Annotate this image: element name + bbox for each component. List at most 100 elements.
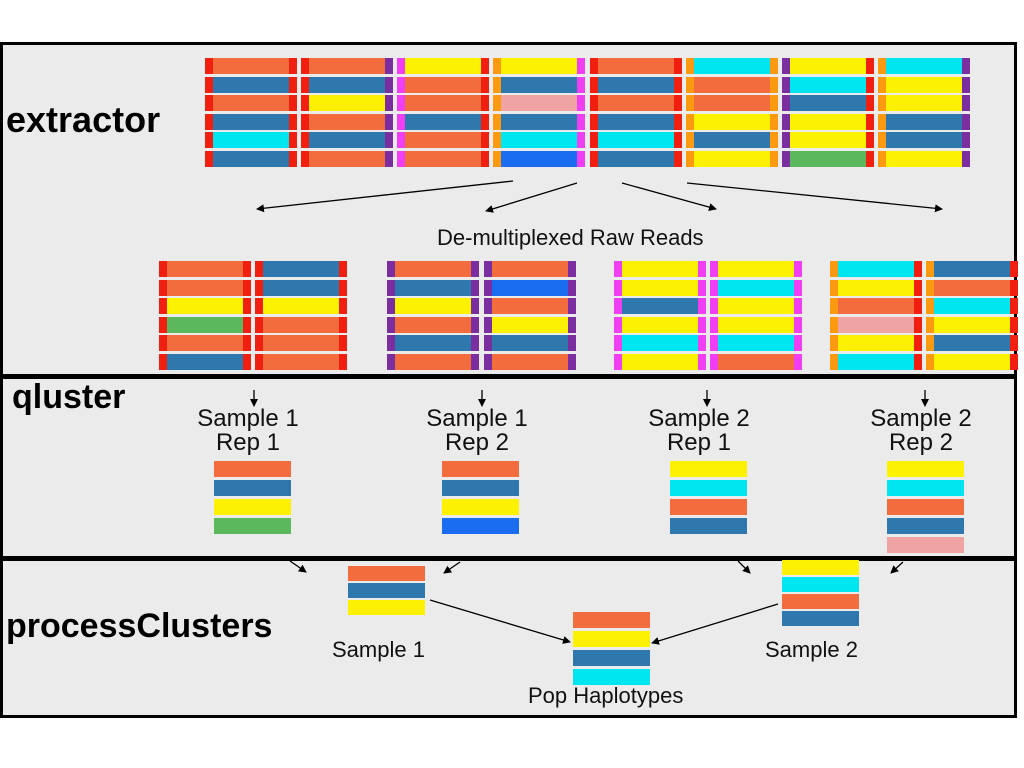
haplotype-bar [670,461,747,477]
barcode-right [385,76,393,93]
barcode-left [205,58,213,74]
read-bar [830,353,922,370]
read-bar [590,58,682,74]
barcode-left [484,335,492,351]
haplotype-bar [442,461,519,477]
barcode-left [926,261,934,277]
barcode-right [243,335,251,351]
barcode-right [471,316,479,333]
barcode-left [926,353,934,370]
barcode-right [577,95,585,111]
barcode-left [710,316,718,333]
sample-label-line1: Sample 2 [870,405,972,432]
barcode-left [614,298,622,314]
barcode-left [782,76,790,93]
haplotype-bar [782,594,859,609]
barcode-left [397,58,405,74]
read-bar [686,58,778,74]
barcode-right [914,279,922,296]
haplotype-bar [573,669,650,685]
barcode-right [385,150,393,167]
read-bar [493,150,585,167]
barcode-left [387,335,395,351]
barcode-left [590,76,598,93]
read-bar [205,132,297,148]
barcode-right [385,113,393,130]
read-bar [493,58,585,74]
barcode-right [866,58,874,74]
merge-arrow [737,560,751,574]
barcode-right [914,316,922,333]
barcode-right [471,298,479,314]
read-bar [926,335,1018,351]
read-bar [926,316,1018,333]
barcode-right [914,335,922,351]
barcode-left [710,279,718,296]
sample-2-rep-2-label: Sample 2 Rep 2 [856,407,986,455]
read-bar [387,353,479,370]
haplotype-bar [670,499,747,515]
haplotype-bar [782,560,859,575]
read-bar [301,150,393,167]
read-bar [878,58,970,74]
barcode-left [782,95,790,111]
read-bar [255,298,347,314]
barcode-left [686,58,694,74]
read-bar [710,279,802,296]
read-bar [926,353,1018,370]
barcode-right [1010,298,1018,314]
read-bar [782,132,874,148]
sample-label-line1: Sample 1 [197,405,299,432]
read-bar [387,279,479,296]
read-bar [255,279,347,296]
barcode-left [159,316,167,333]
read-bar [484,316,576,333]
barcode-right [577,76,585,93]
haplotype-bar [214,499,291,515]
merge-arrow [443,561,461,574]
sample-label-line2: Rep 1 [666,429,732,456]
read-bar [830,335,922,351]
read-bar [614,353,706,370]
sample-label-line1: Sample 2 [648,405,750,432]
read-bar [484,279,576,296]
barcode-left [590,132,598,148]
barcode-right [481,132,489,148]
barcode-right [339,261,347,277]
read-bar [590,113,682,130]
read-bar [710,298,802,314]
haplotype-bar [348,583,425,598]
barcode-right [243,298,251,314]
read-bar [205,95,297,111]
barcode-right [770,76,778,93]
read-bar [782,76,874,93]
read-bar [205,76,297,93]
read-bar [782,113,874,130]
read-bar [686,132,778,148]
read-bar [830,298,922,314]
read-bar [782,150,874,167]
read-bar [484,335,576,351]
barcode-right [289,95,297,111]
pop-arrow [651,603,779,645]
read-bar [255,261,347,277]
haplotype-bar [782,577,859,592]
sample-label-line2: Rep 2 [444,429,510,456]
barcode-left [830,353,838,370]
barcode-right [962,113,970,130]
barcode-left [878,76,886,93]
demux-arrow [485,182,578,213]
read-bar [159,335,251,351]
haplotype-bar [887,518,964,534]
barcode-right [481,113,489,130]
barcode-left [205,132,213,148]
barcode-left [878,95,886,111]
barcode-right [1010,316,1018,333]
read-bar [686,150,778,167]
barcode-left [159,335,167,351]
barcode-right [866,76,874,93]
barcode-right [674,113,682,130]
barcode-right [674,132,682,148]
read-bar [493,95,585,111]
barcode-right [289,113,297,130]
